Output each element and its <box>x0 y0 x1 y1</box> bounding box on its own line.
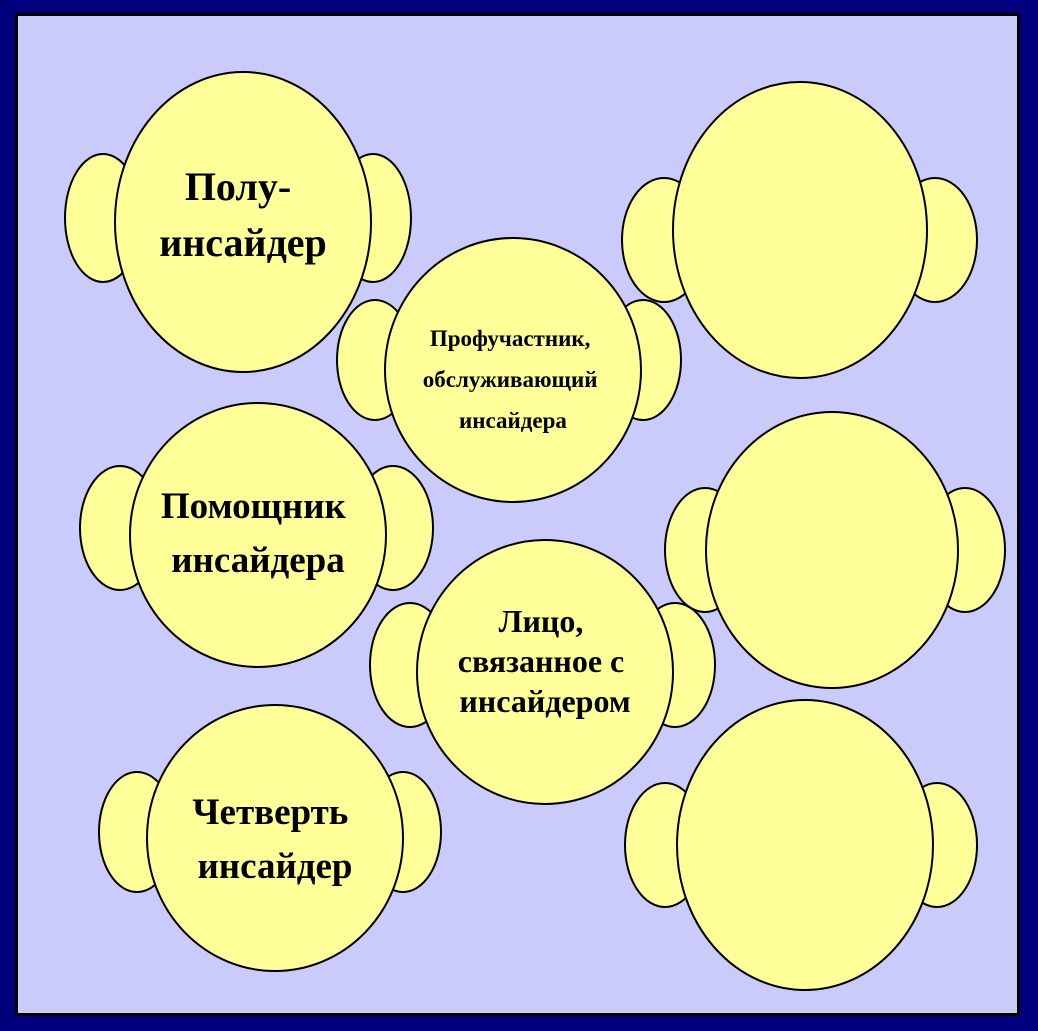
label-line-1: Помощник <box>161 486 347 527</box>
head-blank-top-right <box>621 81 978 379</box>
head-blank-bottom-right <box>624 699 978 991</box>
label-line-1: Профучастник, <box>430 326 591 351</box>
label-line-1: Четверть <box>192 792 348 833</box>
label-line-2: обслуживающий <box>423 367 598 392</box>
face <box>129 402 387 668</box>
head-label: Помощник инсайдера <box>161 486 355 581</box>
label-line-3: инсайдера <box>459 408 567 433</box>
label-line-1: Лицо, <box>499 603 584 639</box>
head-label: Полу- инсайдер <box>159 164 327 265</box>
head-label: Четверть инсайдер <box>192 792 357 887</box>
head-quarter-insider: Четверть инсайдер <box>98 704 442 972</box>
head-label: Лицо, связанное с инсайдером <box>458 603 633 719</box>
face <box>705 411 959 689</box>
head-insider-related-person: Лицо, связанное с инсайдером <box>369 539 716 805</box>
face <box>114 71 372 373</box>
face <box>676 699 934 991</box>
head-label: Профучастник, обслуживающий инсайдера <box>423 326 603 433</box>
face <box>146 704 404 972</box>
face <box>672 81 928 379</box>
label-line-3: инсайдером <box>459 683 630 719</box>
head-insider-assistant: Помощник инсайдера <box>79 402 434 668</box>
label-line-2: связанное с <box>458 643 625 679</box>
label-line-1: Полу- <box>185 164 291 209</box>
label-line-2: инсайдера <box>171 540 345 581</box>
head-blank-middle-right <box>664 411 1006 689</box>
label-line-2: инсайдер <box>159 220 327 265</box>
label-line-2: инсайдер <box>197 846 352 887</box>
head-professional-participant: Профучастник, обслуживающий инсайдера <box>336 237 682 503</box>
head-semi-insider: Полу- инсайдер <box>64 71 412 373</box>
face <box>384 237 642 503</box>
face <box>416 539 674 805</box>
